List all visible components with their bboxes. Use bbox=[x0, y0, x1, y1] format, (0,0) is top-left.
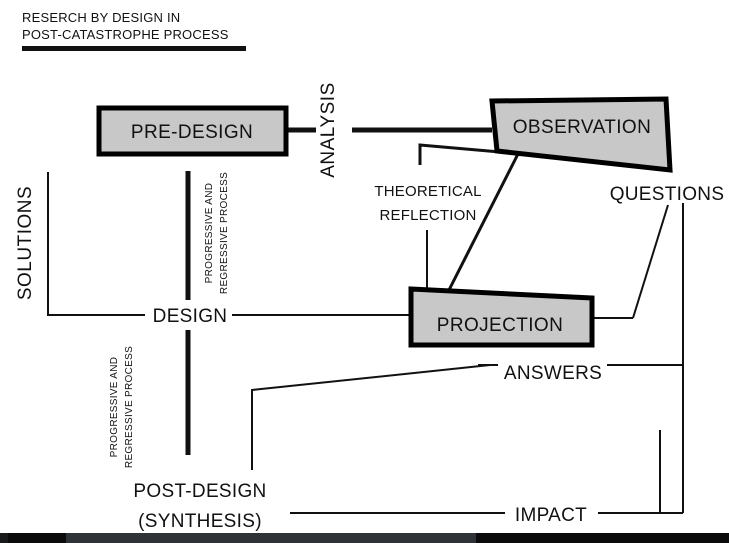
taskbar-segment-left bbox=[0, 533, 8, 543]
node-impact: IMPACT bbox=[515, 505, 587, 526]
taskbar-segment-b bbox=[66, 533, 476, 543]
taskbar bbox=[0, 533, 729, 543]
connector-observation-reflection-bracket bbox=[418, 143, 501, 165]
title-underline bbox=[22, 46, 246, 51]
connector-questions-diagonal bbox=[632, 204, 669, 319]
label-analysis: ANALYSIS bbox=[318, 82, 339, 178]
box-projection[interactable] bbox=[408, 286, 595, 348]
node-synthesis: (SYNTHESIS) bbox=[138, 511, 262, 532]
taskbar-segment-c bbox=[476, 533, 729, 543]
title-line-2: POST-CATASTROPHE PROCESS bbox=[22, 27, 229, 42]
box-pre-design-label: PRE-DESIGN bbox=[131, 122, 253, 143]
node-design: DESIGN bbox=[153, 306, 228, 327]
label-theoretical: THEORETICAL bbox=[374, 183, 481, 200]
connector-observation-projection bbox=[446, 151, 521, 293]
node-answers: ANSWERS bbox=[504, 363, 602, 384]
label-progressive-bottom-line2: REGRESSIVE PROCESS bbox=[124, 346, 135, 468]
title-line-1: RESERCH BY DESIGN IN bbox=[22, 10, 180, 25]
label-reflection: REFLECTION bbox=[379, 207, 476, 224]
box-observation-label: OBSERVATION bbox=[513, 117, 652, 138]
box-observation[interactable] bbox=[489, 96, 673, 173]
node-post-design: POST-DESIGN bbox=[133, 481, 266, 502]
label-progressive-bottom-line1: PROGRESSIVE AND bbox=[109, 357, 120, 458]
label-solutions: SOLUTIONS bbox=[15, 186, 36, 300]
label-progressive-top-line2: REGRESSIVE PROCESS bbox=[219, 172, 230, 294]
box-projection-label: PROJECTION bbox=[437, 315, 563, 336]
node-questions: QUESTIONS bbox=[610, 184, 725, 205]
label-progressive-top-line1: PROGRESSIVE AND bbox=[204, 183, 215, 284]
box-pre-design[interactable] bbox=[96, 105, 289, 157]
connector-answers-postdesign bbox=[251, 364, 491, 470]
connector-solutions-bracket bbox=[47, 172, 145, 316]
taskbar-segment-a bbox=[8, 533, 66, 543]
